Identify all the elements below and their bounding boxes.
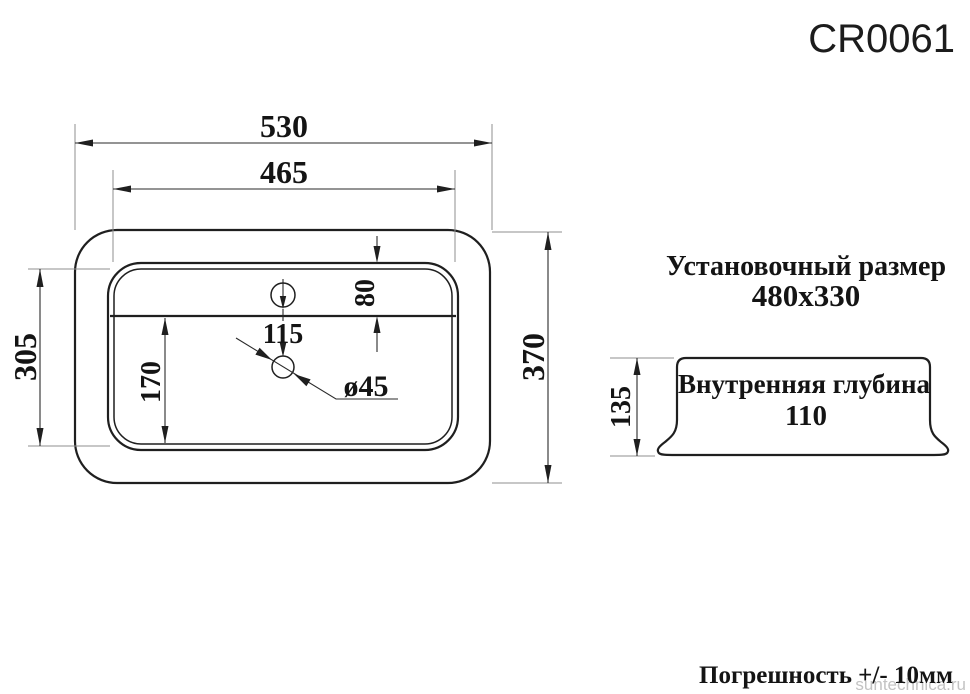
dim-outer-width: 530: [74, 108, 493, 230]
arrow-left-icon: [75, 139, 93, 147]
dim-bowl-length: 170: [136, 318, 169, 443]
installation-size-label: Установочный размер: [666, 251, 946, 282]
watermark-text: suntechnica.ru: [855, 675, 966, 694]
arrow-icon: [294, 374, 311, 387]
installation-size-note: Установочный размер 480x330: [666, 251, 946, 313]
model-number: CR0061: [808, 17, 955, 61]
arrow-icon: [255, 347, 272, 360]
dim-label-115: 115: [263, 319, 303, 350]
arrow-down-icon: [279, 343, 287, 357]
dim-hole-spacing: 115: [263, 296, 303, 357]
dim-drain-diameter: ø45: [235, 337, 398, 403]
installation-size-value: 480x330: [752, 278, 861, 313]
dim-label-465: 465: [260, 154, 308, 190]
arrow-down-icon: [373, 246, 381, 263]
sink-rim-outer: [106, 261, 460, 452]
arrow-up-icon: [36, 269, 44, 287]
side-view: Внутренняя глубина 110: [656, 356, 950, 457]
arrow-right-icon: [437, 185, 455, 193]
arrow-up-icon: [544, 232, 552, 250]
inner-depth-value: 110: [785, 400, 827, 432]
arrow-left-icon: [113, 185, 131, 193]
dim-inner-height: 305: [7, 268, 110, 447]
arrow-down-icon: [36, 428, 44, 446]
arrow-up-icon: [373, 316, 381, 333]
arrow-up-icon: [161, 318, 169, 335]
dim-label-305: 305: [7, 333, 43, 381]
plan-view: [73, 228, 492, 485]
dim-label-135: 135: [606, 386, 637, 428]
arrow-down-icon: [279, 296, 287, 309]
dim-label-530: 530: [260, 108, 308, 144]
sink-rim-inner: [113, 268, 453, 445]
arrow-up-icon: [633, 358, 641, 375]
arrow-down-icon: [161, 426, 169, 443]
dim-inner-width: 465: [112, 154, 456, 262]
arrow-down-icon: [633, 439, 641, 456]
tolerance-note: Погрешность +/- 10мм: [699, 662, 953, 689]
arrow-right-icon: [474, 139, 492, 147]
sink-outer-outline: [73, 228, 492, 485]
dim-label-drain: ø45: [344, 370, 389, 403]
dim-side-height: 135: [606, 357, 674, 457]
dim-outer-height: 370: [492, 231, 562, 484]
dim-ledge-depth: 80: [350, 236, 381, 352]
sink-profile-outline: [656, 356, 950, 457]
dim-label-170: 170: [136, 361, 167, 403]
inner-depth-label: Внутренняя глубина: [678, 369, 931, 399]
dim-label-370: 370: [515, 333, 551, 381]
dim-label-80: 80: [350, 279, 381, 307]
arrow-down-icon: [544, 465, 552, 483]
